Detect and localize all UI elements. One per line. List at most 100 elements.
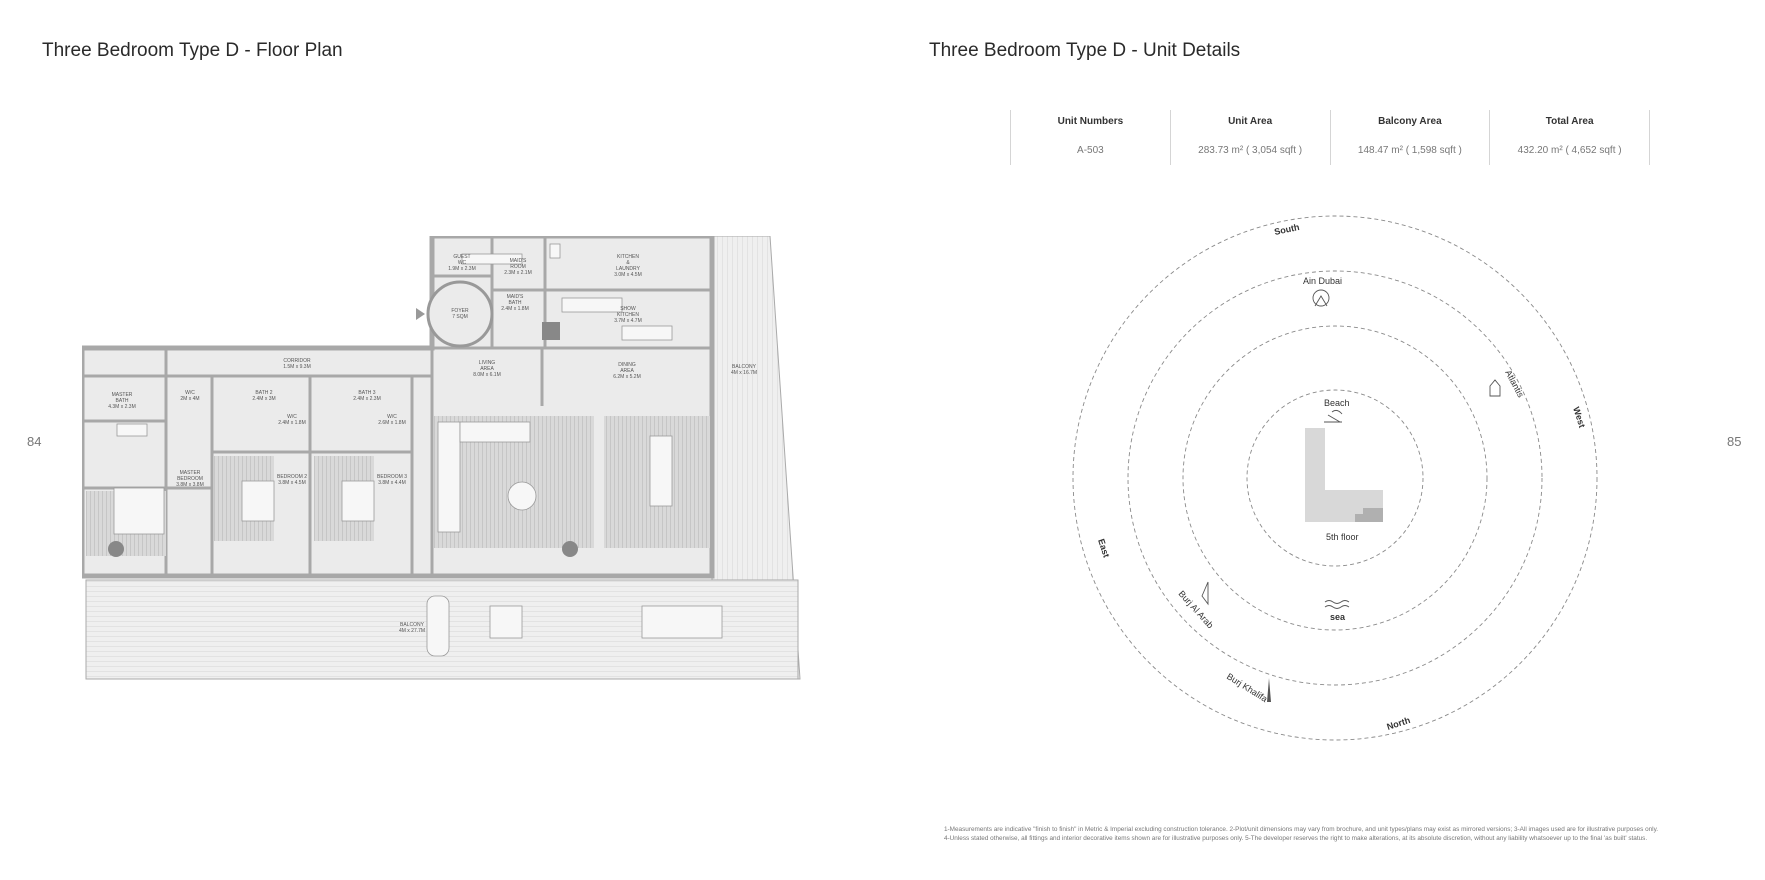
page-number-left: 84 — [27, 434, 42, 449]
label-line: BEDROOM — [177, 476, 203, 482]
orientation-diagram: South North East West Ain Dubai Atlantis… — [1072, 215, 1598, 741]
ain-dubai-icon — [1312, 289, 1330, 307]
label-line: BEDROOM 2 — [277, 474, 307, 480]
label-line: LIVING — [479, 360, 496, 366]
label-line: 2.3M x 2.1M — [504, 270, 532, 276]
label-line: 4M x 16.7M — [731, 370, 757, 376]
furniture — [113, 243, 723, 657]
label-line: BATH — [509, 300, 522, 306]
label-line: BATH 3 — [358, 390, 375, 396]
unit-highlight — [1355, 508, 1383, 522]
label-line: SHOW — [620, 306, 636, 312]
label-beach: Beach — [1324, 398, 1350, 408]
orientation-rings — [1072, 215, 1598, 741]
label-line: 3.0M x 4.5M — [614, 272, 642, 278]
footnote-line-2: 4-Unless stated otherwise, all fittings … — [944, 835, 1648, 842]
label-line: BALCONY — [732, 364, 757, 370]
label-line: WC — [458, 260, 467, 266]
foyer-rotunda — [426, 280, 494, 348]
unit-area-header: Unit Area — [1228, 116, 1273, 127]
total-area-value: 432.20 m² ( 4,652 sqft ) — [1517, 145, 1622, 156]
label-line: 2M x 4M — [180, 396, 199, 402]
living-plant — [562, 541, 578, 557]
label-line: 1.9M x 2.3M — [448, 266, 476, 272]
label-line: 2.6M x 1.8M — [378, 420, 406, 426]
master-plant — [108, 541, 124, 557]
label-line: 1.5M x 9.3M — [283, 364, 311, 370]
label-line: 8.0M x 6.1M — [473, 372, 501, 378]
atlantis-icon — [1489, 379, 1501, 397]
label-line: 7 SQM — [452, 314, 468, 320]
building-footprint — [1305, 428, 1383, 522]
label-ain-dubai: Ain Dubai — [1303, 276, 1342, 286]
beach-icon — [1324, 409, 1343, 423]
balcony-area-value: 148.47 m² ( 1,598 sqft ) — [1357, 145, 1462, 156]
compass-east: East — [1096, 538, 1111, 559]
balcony-area-column: Balcony Area 148.47 m² ( 1,598 sqft ) — [1329, 110, 1490, 165]
label-line: 3.8M x 4.4M — [378, 480, 406, 486]
compass-west: West — [1571, 406, 1587, 429]
compass-south: South — [1273, 222, 1300, 237]
label-line: GUEST — [453, 254, 470, 260]
balcony-area-header: Balcony Area — [1378, 116, 1442, 127]
label-line: W/C — [185, 390, 195, 396]
label-line: 2.4M x 1.8M — [501, 306, 529, 312]
label-line: 2.4M x 2.3M — [353, 396, 381, 402]
unit-numbers-header: Unit Numbers — [1057, 116, 1124, 127]
floor-plan-title: Three Bedroom Type D - Floor Plan — [42, 40, 343, 61]
label-line: BEDROOM 3 — [377, 474, 407, 480]
unit-numbers-value: A-503 — [1077, 145, 1104, 156]
label-line: ROOM — [510, 264, 526, 270]
label-line: W/C — [387, 414, 397, 420]
label-line: W/C — [287, 414, 297, 420]
label-burj-al-arab: Burj Al Arab — [1177, 589, 1216, 631]
unit-area-column: Unit Area 283.73 m² ( 3,054 sqft ) — [1169, 110, 1330, 165]
label-line: 3.8M x 3.8M — [176, 482, 204, 488]
label-burj-khalifa: Burj Khalifa — [1225, 671, 1269, 704]
entrance-arrow — [416, 308, 425, 320]
unit-details-table: Unit Numbers A-503 Unit Area 283.73 m² (… — [1010, 110, 1650, 165]
label-line: MAID'S — [510, 258, 527, 264]
label-sea: sea — [1330, 612, 1346, 622]
burj-al-arab-icon — [1201, 581, 1209, 606]
unit-details-title: Three Bedroom Type D - Unit Details — [929, 40, 1241, 61]
maids-column — [542, 322, 560, 340]
label-line: 3.7M x 4.7M — [614, 318, 642, 324]
label-line: BALCONY — [400, 622, 425, 628]
label-line: AREA — [620, 368, 634, 374]
label-line: FOYER — [451, 308, 469, 314]
label-line: 2.4M x 3M — [252, 396, 275, 402]
label-line: AREA — [480, 366, 494, 372]
label-line: 4M x 27.7M — [399, 628, 425, 634]
label-line: MAID'S — [507, 294, 524, 300]
label-floor: 5th floor — [1326, 532, 1359, 542]
label-line: 2.4M x 1.8M — [278, 420, 306, 426]
unit-numbers-column: Unit Numbers A-503 — [1010, 110, 1170, 165]
label-line: DINING — [618, 362, 636, 368]
label-line: 6.2M x 5.2M — [613, 374, 641, 380]
label-line: CORRIDOR — [283, 358, 311, 364]
total-area-header: Total Area — [1545, 116, 1594, 127]
burj-khalifa-icon — [1267, 678, 1271, 702]
unit-area-value: 283.73 m² ( 3,054 sqft ) — [1198, 145, 1303, 156]
